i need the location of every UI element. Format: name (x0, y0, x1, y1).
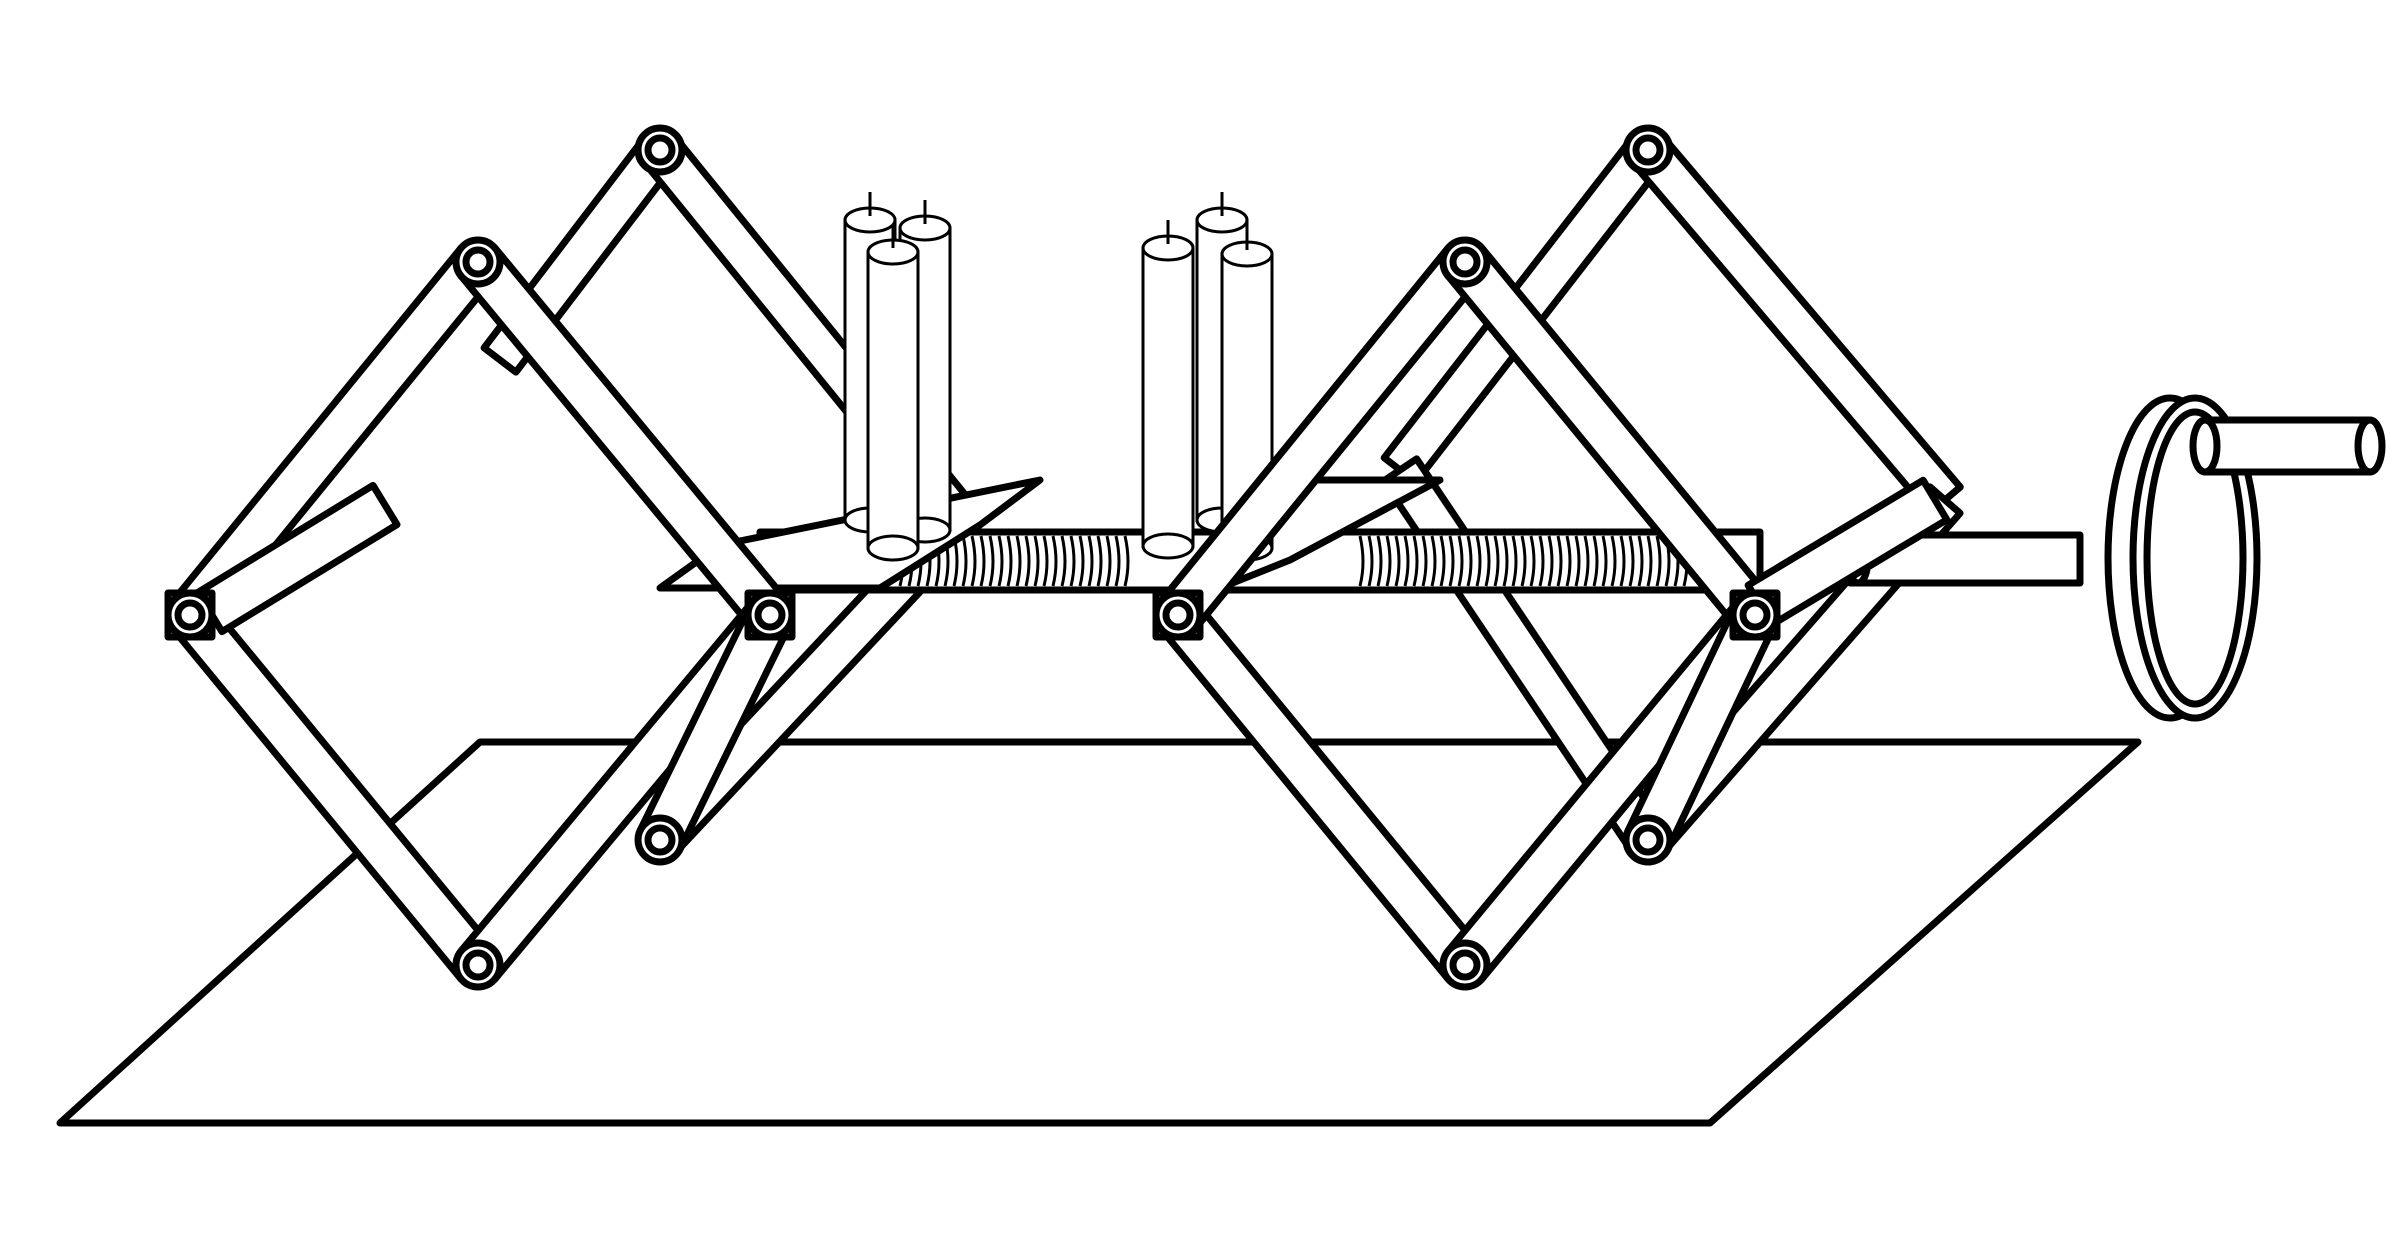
thread-ridge (1385, 535, 1392, 587)
wheel-inner-ring (2143, 408, 2247, 708)
hand-crank-wheel (2104, 394, 2386, 722)
pivot-pin-hole (644, 824, 676, 856)
thread-ridge (1033, 535, 1040, 587)
crank-handle (2201, 416, 2374, 476)
thread-ridge (1367, 535, 1374, 587)
pivot-pin-hole (1632, 134, 1664, 166)
thread-ridge (979, 535, 986, 587)
thread-ridge (1015, 535, 1022, 587)
slider-left (194, 481, 401, 636)
thread-ridge (1430, 535, 1437, 587)
candle-base (866, 534, 920, 562)
front-link-3 (457, 244, 791, 633)
thread-ridge (1006, 535, 1013, 587)
thread-ridge (1087, 535, 1094, 587)
candle-base (1141, 532, 1195, 560)
thread-ridge (1592, 535, 1599, 587)
thread-ridge (1123, 535, 1130, 587)
thread-ridge (1439, 535, 1446, 587)
thread-ridge (1412, 535, 1419, 587)
thread-ridge (1502, 535, 1509, 587)
pivot-pin-hole (1632, 824, 1664, 856)
pivot-pin-hole (462, 246, 494, 278)
thread-ridge (1484, 535, 1491, 587)
thread-ridge (1403, 535, 1410, 587)
thread-ridge (1520, 535, 1527, 587)
thread-ridge (1060, 535, 1067, 587)
pivot-pins (164, 124, 1781, 991)
candle (1141, 246, 1195, 548)
crank-handle-root (2189, 416, 2221, 476)
thread-ridge (1394, 535, 1401, 587)
screw-threads-right (1358, 535, 1689, 587)
thread-ridge (1358, 535, 1365, 587)
scissor-front-frame (169, 244, 1951, 983)
thread-ridge (1619, 535, 1626, 587)
thread-ridge (970, 535, 977, 587)
wheel-face (2129, 394, 2261, 722)
thread-ridge (1601, 535, 1608, 587)
thread-ridge (1547, 535, 1554, 587)
thread-ridge (1646, 535, 1653, 587)
thread-ridge (1114, 535, 1121, 587)
thread-ridge (1466, 535, 1473, 587)
thread-ridge (1475, 535, 1482, 587)
candle-group-right (1141, 192, 1274, 562)
thread-ridge (1556, 535, 1563, 587)
thread-ridge (1511, 535, 1518, 587)
thread-ridge (1628, 535, 1635, 587)
candle (866, 250, 920, 550)
thread-ridge (1105, 535, 1112, 587)
thread-ridge (1565, 535, 1572, 587)
thread-ridge (1655, 535, 1662, 587)
pivot-pin-hole (462, 949, 494, 981)
thread-ridge (997, 535, 1004, 587)
pivot-pin-hole (1739, 599, 1771, 631)
candle-group-left (843, 192, 952, 562)
pivot-pin-hole (644, 134, 676, 166)
front-link-6 (1157, 597, 1486, 983)
thread-ridge (1448, 535, 1455, 587)
back-link-4 (1629, 133, 1964, 517)
pivot-pin-hole (1162, 599, 1194, 631)
crank-handle-end (2354, 416, 2386, 476)
pivot-pin-hole (1449, 246, 1481, 278)
thread-ridge (961, 535, 968, 587)
pivot-pin-hole (1449, 949, 1481, 981)
thread-ridge (1078, 535, 1085, 587)
front-link-1 (169, 244, 499, 633)
thread-ridge (988, 535, 995, 587)
thread-ridge (1096, 535, 1103, 587)
thread-ridge (1042, 535, 1049, 587)
thread-ridge (1069, 535, 1076, 587)
thread-ridge (1051, 535, 1058, 587)
thread-ridge (1376, 535, 1383, 587)
thread-ridge (1457, 535, 1464, 587)
thread-ridge (1024, 535, 1031, 587)
thread-ridge (1610, 535, 1617, 587)
thread-ridge (1529, 535, 1536, 587)
thread-ridge (1574, 535, 1581, 587)
thread-ridge (1538, 535, 1545, 587)
thread-ridge (1421, 535, 1428, 587)
thread-ridge (1637, 535, 1644, 587)
front-link-2 (169, 597, 499, 983)
thread-ridge (1583, 535, 1590, 587)
pivot-pin-hole (174, 599, 206, 631)
thread-ridge (1493, 535, 1500, 587)
pivot-pin-hole (754, 599, 786, 631)
